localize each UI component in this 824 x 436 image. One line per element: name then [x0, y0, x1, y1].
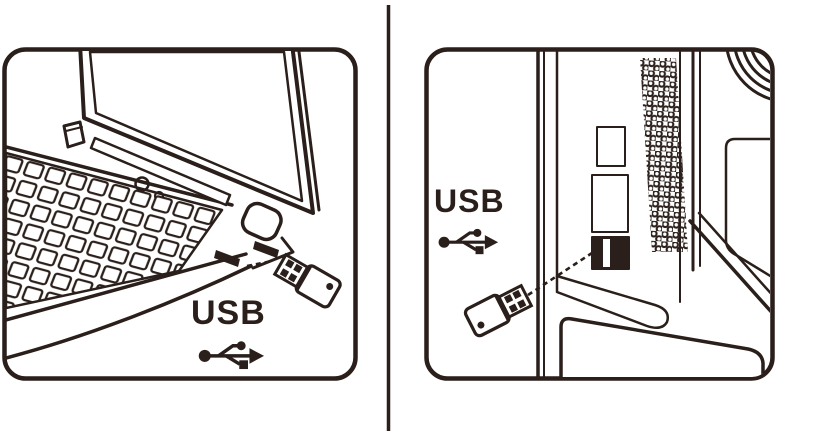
insertion-dotted-line [527, 251, 593, 297]
laptop-usb-port [214, 250, 240, 267]
rear-port-slot [596, 126, 626, 167]
right-panel [424, 47, 775, 381]
desktop-tower-illustration [536, 51, 770, 377]
usb-label-right: USB [434, 185, 505, 255]
usb-label-left: USB [191, 296, 266, 370]
left-panel [2, 47, 358, 381]
usb-trident-icon [438, 228, 499, 255]
rear-port-panel [591, 174, 629, 233]
laptop-screen [78, 51, 315, 215]
vent-holes [640, 58, 688, 252]
insertion-dotted-line [246, 259, 273, 268]
usb-trident-icon [198, 341, 265, 370]
usb-port [591, 236, 630, 270]
hinge-cover-bar [89, 136, 232, 207]
usb-text: USB [434, 183, 505, 219]
laptop-side-port [253, 241, 279, 258]
usb-text: USB [191, 294, 266, 332]
laptop-illustration [6, 51, 321, 360]
